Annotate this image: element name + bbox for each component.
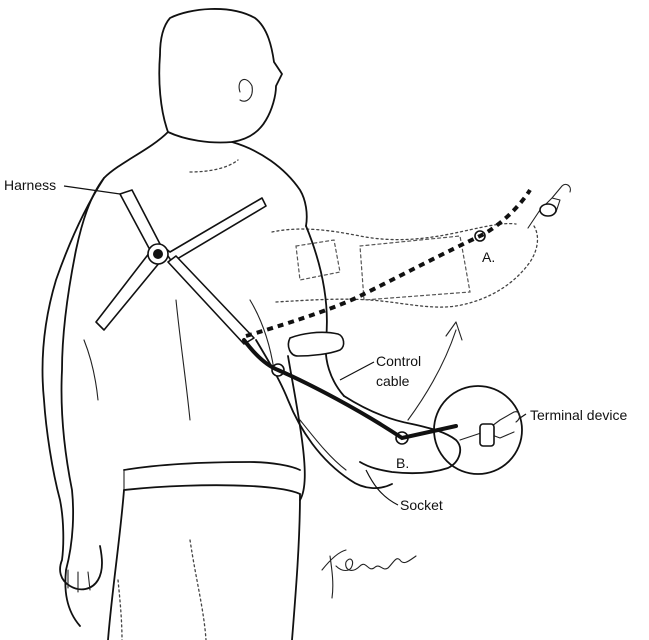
back-muscle-left — [84, 340, 98, 400]
terminal-device-clamp — [480, 424, 494, 446]
shoulder-blade — [190, 160, 238, 172]
motion-arrow — [408, 322, 462, 420]
trousers-right — [292, 494, 300, 640]
upper-arm — [256, 340, 392, 488]
terminal-device-label: Terminal device — [530, 407, 627, 423]
terminal-device-leader — [520, 414, 526, 418]
spine-line — [176, 300, 190, 420]
harness-strap-control — [168, 256, 254, 344]
harness — [96, 190, 266, 344]
arm-position-a — [246, 184, 570, 336]
harness-strap-upper-right — [160, 198, 266, 262]
ear — [239, 79, 252, 101]
harness-strap-axilla — [96, 252, 160, 330]
ghost-td-clamp — [540, 204, 556, 216]
trousers-left — [108, 490, 124, 640]
forearm-detail — [300, 420, 346, 470]
trousers-crease-2 — [118, 580, 122, 640]
control-cable-label-line2: cable — [376, 373, 410, 389]
waistband-top — [124, 462, 300, 470]
ghost-arm-lower — [276, 226, 537, 307]
harness-label: Harness — [4, 177, 56, 193]
ghost-socket-2 — [360, 236, 470, 300]
terminal-device-callout — [434, 386, 526, 474]
socket-label: Socket — [400, 497, 443, 513]
trousers-crease — [190, 540, 206, 640]
man-figure — [43, 9, 307, 640]
control-cable — [244, 340, 456, 438]
position-b-label: B. — [396, 455, 409, 471]
waistband-bottom — [124, 485, 300, 494]
socket-cuff — [288, 332, 343, 356]
control-cable-leader — [340, 362, 374, 380]
harness-leader — [64, 186, 120, 194]
arm-position-b — [244, 226, 460, 488]
motion-arrow-path — [408, 330, 456, 420]
position-a-label: A. — [482, 249, 495, 265]
artist-signature — [322, 550, 416, 598]
head — [159, 9, 282, 143]
harness-strap-left-shoulder — [120, 190, 160, 250]
torso-outline — [61, 132, 168, 626]
harness-ring-center — [153, 249, 163, 259]
control-cable-label-line1: Control — [376, 353, 421, 369]
